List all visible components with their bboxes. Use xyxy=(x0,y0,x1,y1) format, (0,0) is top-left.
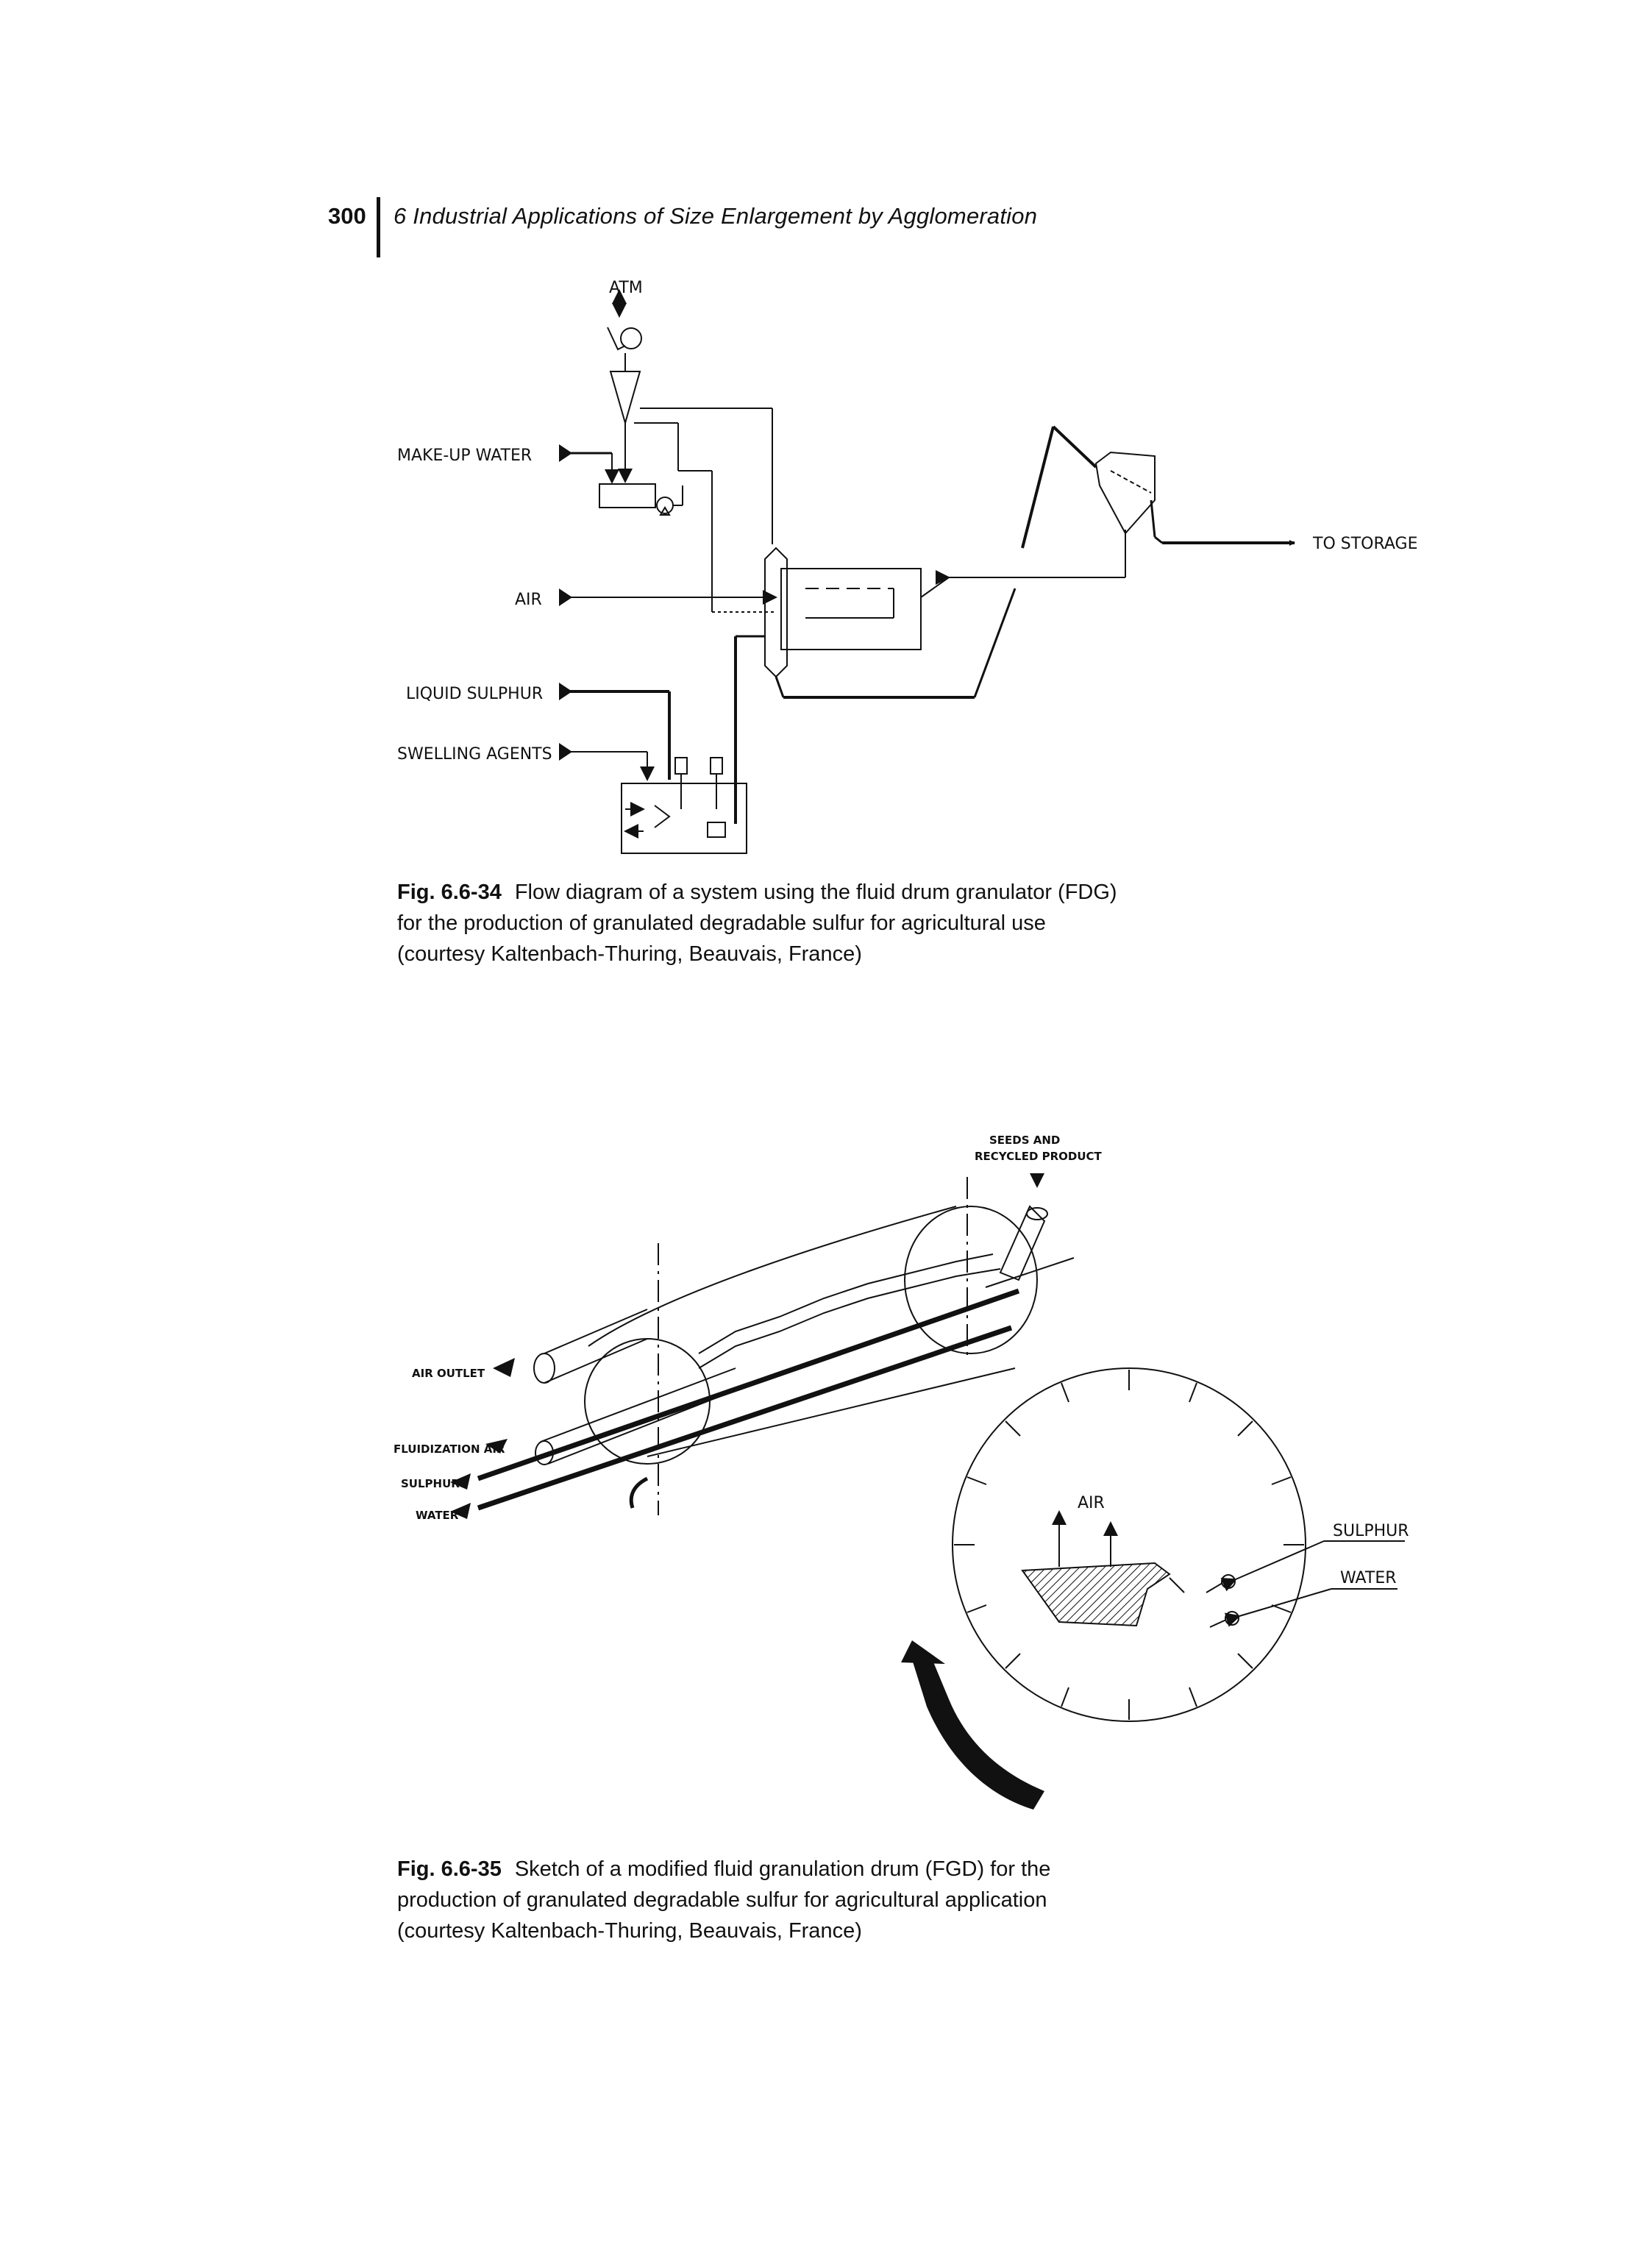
flow-diagram: ATM MAKE-UP WATER AIR LIQUID SULPHUR SWE… xyxy=(397,279,1417,854)
label-detail-water: WATER xyxy=(1340,1569,1397,1587)
label-seeds-line2: RECYCLED PRODUCT xyxy=(975,1150,1103,1163)
fluidized-bed xyxy=(1021,1562,1171,1627)
water-tank xyxy=(599,483,656,508)
header-rule xyxy=(377,197,380,257)
drum-rear-end xyxy=(904,1206,1038,1354)
figure-2-caption-text: Sketch of a modified fluid granulation d… xyxy=(397,1857,1051,1943)
label-seeds-line1: SEEDS AND xyxy=(989,1134,1060,1147)
pump-icon xyxy=(656,497,674,514)
drum-top-edge xyxy=(588,1206,957,1347)
drum-sketch: SEEDS AND RECYCLED PRODUCT AIR OUTLET FL… xyxy=(394,1134,1409,1810)
label-make-up-water: MAKE-UP WATER xyxy=(397,447,532,465)
water-pipe xyxy=(477,1325,1013,1511)
label-fluidization-air: FLUIDIZATION AIR xyxy=(394,1442,505,1456)
label-to-storage: TO STORAGE xyxy=(1312,535,1417,553)
fan-circle xyxy=(620,327,642,349)
detail-circle xyxy=(952,1367,1306,1722)
label-water-feed: WATER xyxy=(416,1509,459,1522)
cyclone-icon xyxy=(609,371,641,426)
label-atm: ATM xyxy=(609,279,643,297)
label-swelling-agents: SWELLING AGENTS xyxy=(397,745,552,764)
rotation-arrow xyxy=(908,1648,1044,1810)
label-sulphur-feed: SULPHUR xyxy=(401,1477,460,1490)
label-air: AIR xyxy=(515,591,542,609)
label-liquid-sulphur: LIQUID SULPHUR xyxy=(406,685,543,703)
figure-1-number: Fig. 6.6-34 xyxy=(397,881,502,904)
label-air-outlet: AIR OUTLET xyxy=(412,1367,485,1380)
label-detail-air: AIR xyxy=(1078,1494,1105,1512)
figure-1-caption-text: Flow diagram of a system using the fluid… xyxy=(397,881,1117,966)
label-detail-sulphur: SULPHUR xyxy=(1333,1522,1409,1540)
sulphur-pipe xyxy=(477,1288,1020,1481)
mixer-reactor xyxy=(621,783,747,854)
feed-chute xyxy=(999,1205,1046,1281)
page-number: 300 xyxy=(328,203,366,229)
figure-2-number: Fig. 6.6-35 xyxy=(397,1857,502,1881)
screen-classifier xyxy=(1094,451,1156,535)
granulator-box xyxy=(780,568,922,650)
drum-bottom-edge xyxy=(647,1367,1016,1457)
running-head: 6 Industrial Applications of Size Enlarg… xyxy=(394,203,1038,229)
granulator-vessel xyxy=(764,547,788,678)
